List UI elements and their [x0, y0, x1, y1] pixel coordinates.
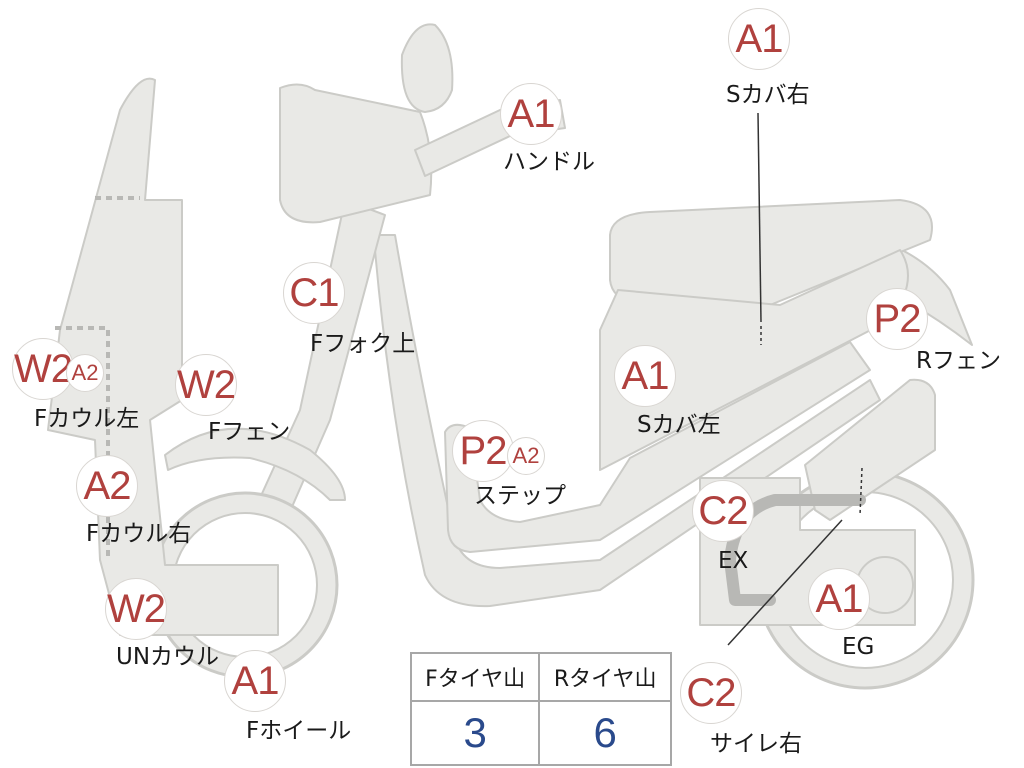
damage-code-badge-secondary: A2 — [66, 354, 104, 392]
part-label: UNカウル — [116, 644, 220, 670]
table-header-row: Fタイヤ山 Rタイヤ山 — [409, 652, 672, 702]
part-label: Rフェン — [916, 348, 1001, 374]
part-label: EG — [842, 634, 875, 660]
tire-tread-table: Fタイヤ山 Rタイヤ山 3 6 — [409, 652, 672, 766]
body-cover-shape — [599, 249, 909, 471]
damage-code-badge: A1 — [728, 8, 790, 70]
value-front-tire-tread: 3 — [409, 700, 541, 766]
damage-code-badge: W2 — [12, 338, 74, 400]
part-label: Fフェン — [208, 419, 291, 445]
part-label: サイレ右 — [710, 731, 802, 757]
damage-code-badge-secondary: A2 — [507, 437, 545, 475]
part-label: Fカウル左 — [34, 406, 140, 432]
part-label: ステップ — [474, 483, 566, 509]
damage-code-badge: A1 — [614, 345, 676, 407]
floor-step-shape — [444, 341, 871, 553]
part-label: Fフォク上 — [310, 331, 416, 357]
airbox-shape — [804, 378, 936, 521]
part-label: Fホイール — [246, 718, 352, 744]
header-rear-tire-tread: Rタイヤ山 — [538, 652, 672, 702]
part-label: ハンドル — [503, 149, 595, 175]
part-label: Sカバ右 — [726, 82, 810, 108]
frame-tube — [374, 234, 881, 608]
damage-code-badge: W2 — [175, 354, 237, 416]
part-label: Fカウル右 — [86, 521, 192, 547]
headlight-shape — [279, 83, 433, 224]
value-rear-tire-tread: 6 — [538, 700, 672, 766]
part-label: Sカバ左 — [637, 412, 721, 438]
damage-code-badge: C2 — [692, 480, 754, 542]
damage-code-badge: C1 — [283, 262, 345, 324]
part-label: EX — [718, 548, 749, 574]
damage-code-badge: C2 — [680, 662, 742, 724]
damage-code-badge: P2 — [452, 420, 514, 482]
damage-code-badge: A1 — [500, 83, 562, 145]
mirror-shape — [400, 23, 454, 113]
damage-code-badge: A1 — [808, 568, 870, 630]
damage-code-badge: P2 — [866, 288, 928, 350]
damage-code-badge: A2 — [76, 455, 138, 517]
damage-code-badge: W2 — [105, 578, 167, 640]
damage-code-badge: A1 — [224, 650, 286, 712]
table-value-row: 3 6 — [409, 700, 672, 766]
front-fender-shape — [164, 427, 346, 501]
header-front-tire-tread: Fタイヤ山 — [409, 652, 541, 702]
